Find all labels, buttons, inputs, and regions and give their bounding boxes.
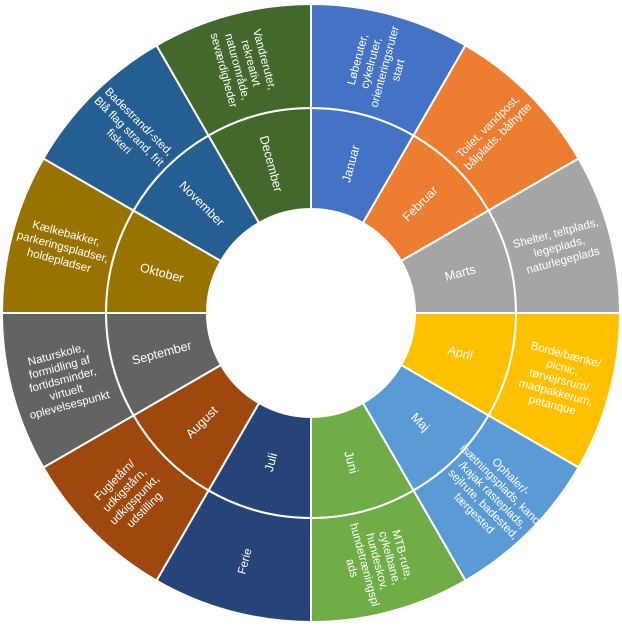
activity-label-juni-line: ads [343,558,359,579]
month-label-april-line: April [446,343,474,363]
month-label-juli: Juli [262,451,280,473]
segment-juni: JuniMTB-rute,cykelbane,hundeskov,hundetr… [310,401,467,624]
segment-december: DecemberVandreruter,rekreativtnaturområd… [155,2,312,225]
month-label-juni: Juni [341,449,360,475]
segment-oktober: OktoberKælkebakker,parkeringspladser,hol… [0,157,223,314]
activity-label-januar-line: start [390,57,408,82]
outer-slice-december [155,2,312,137]
segment-januar: JanuarLøberuter,cykelruter,orienteringsr… [310,2,467,225]
month-label-juni-line: Juni [341,449,360,475]
center-hole [208,210,414,416]
month-label-juli-line: Juli [262,451,280,473]
month-label-april: April [446,343,474,363]
